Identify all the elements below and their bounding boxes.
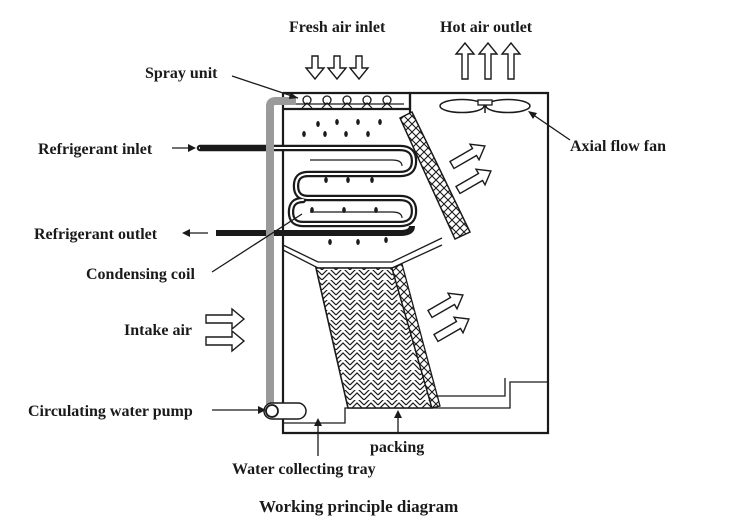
arrow-down-icon bbox=[326, 55, 348, 81]
label-spray-unit: Spray unit bbox=[145, 65, 218, 82]
label-condensing-coil: Condensing coil bbox=[86, 266, 195, 283]
label-axial-flow-fan: Axial flow fan bbox=[570, 138, 666, 155]
arrow-diagonal-icon bbox=[449, 143, 486, 170]
nozzle-icon bbox=[361, 95, 373, 109]
spray-nozzles bbox=[290, 95, 404, 109]
tower-housing bbox=[281, 91, 550, 435]
arrow-right-icon bbox=[205, 307, 246, 331]
label-refrigerant-outlet: Refrigerant outlet bbox=[34, 226, 158, 243]
fresh-air-arrows bbox=[304, 55, 370, 81]
leader-lines bbox=[172, 75, 571, 456]
nozzle-icon bbox=[381, 95, 393, 109]
arrow-up-icon bbox=[454, 41, 476, 80]
label-circulating-water-pump: Circulating water pump bbox=[28, 403, 193, 420]
condensing-coil bbox=[196, 144, 418, 236]
arrow-right-icon bbox=[205, 329, 246, 353]
upper-packing bbox=[399, 110, 472, 240]
arrow-diagonal-icon bbox=[427, 292, 464, 319]
label-refrigerant-inlet: Refrigerant inlet bbox=[38, 141, 153, 158]
label-fresh-air-inlet: Fresh air inlet bbox=[289, 19, 386, 36]
circulating-water-pump bbox=[263, 402, 307, 420]
lower-packing-edge bbox=[391, 263, 441, 409]
arrow-diagonal-icon bbox=[455, 168, 492, 195]
axial-fan-icon bbox=[439, 98, 531, 114]
label-hot-air-outlet: Hot air outlet bbox=[440, 19, 533, 36]
nozzle-icon bbox=[301, 95, 313, 109]
arrow-up-icon bbox=[477, 41, 499, 80]
internal-air-flow-arrows bbox=[427, 143, 492, 343]
nozzle-icon bbox=[341, 95, 353, 109]
arrow-down-icon bbox=[304, 55, 326, 81]
label-intake-air: Intake air bbox=[124, 322, 192, 339]
arrow-up-icon bbox=[500, 41, 522, 80]
nozzle-icon bbox=[321, 95, 333, 109]
water-droplets bbox=[302, 119, 388, 245]
arrow-diagonal-icon bbox=[433, 316, 470, 343]
label-water-collecting-tray: Water collecting tray bbox=[232, 461, 376, 478]
hot-air-arrows bbox=[454, 41, 522, 80]
intake-air-arrows bbox=[205, 307, 246, 353]
diagram-caption: Working principle diagram bbox=[259, 497, 458, 516]
arrow-down-icon bbox=[348, 55, 370, 81]
label-packing: packing bbox=[370, 439, 424, 456]
circulating-water-pipe bbox=[266, 97, 296, 404]
